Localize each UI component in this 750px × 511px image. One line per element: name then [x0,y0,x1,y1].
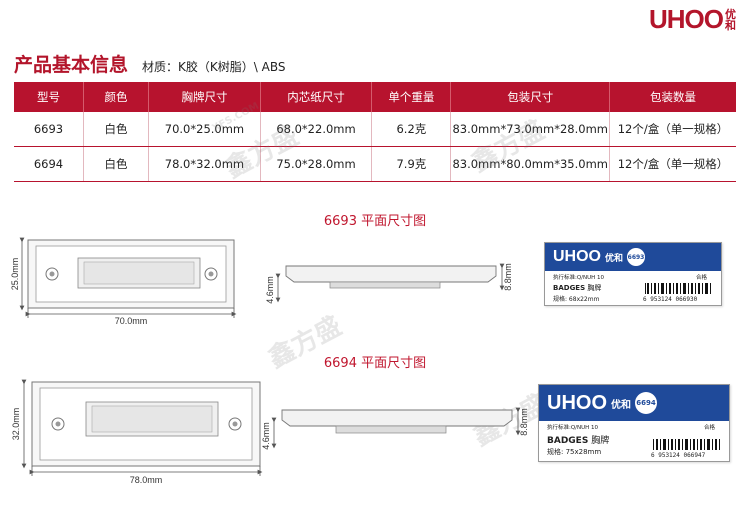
label-badges: BADGES [547,436,589,446]
label-brand-cn: 优和 [605,253,624,264]
barcode-digits: 6 953124 066947 [651,452,706,459]
section-title-6694: 6694 平面尺寸图 [323,356,427,371]
brand-logo: UHOO 优 和 [649,4,736,35]
label-card-band: UHOO 优和 6693 [545,243,721,271]
label-badges-cn: 胸牌 [587,284,602,292]
barcode: 6 953124 066930 [643,283,715,303]
table-row: 6693 白色 70.0*25.0mm 68.0*22.0mm 6.2克 83.… [14,112,736,147]
barcode-bars [645,283,711,294]
page-title: 产品基本信息 [14,54,129,76]
table-cell: 83.0mm*73.0mm*28.0mm [450,112,610,147]
table-cell: 78.0*32.0mm [148,146,261,182]
brand-cn-top: 优 [725,7,736,21]
brand-chinese: 优 和 [725,9,736,31]
table-cell: 75.0*28.0mm [260,146,373,182]
label-standard: 执行标准:Q/NUH 10 [547,425,599,431]
col-header: 包装尺寸 [450,82,610,112]
spec-table: 型号 颜色 胸牌尺寸 内芯纸尺寸 单个重量 包装尺寸 包装数量 6693 白色 … [14,82,736,182]
material-text: 材质：K胶（K树脂）\ ABS [142,60,286,74]
brand-wordmark: UHOO [649,4,724,34]
dim-side-small-6693: 4.6mm [265,276,275,304]
label-brand: UHOO [547,391,607,414]
col-header: 单个重量 [371,82,452,112]
label-brand: UHOO [553,248,601,265]
label-standard: 执行标准:Q/NUH 10 [553,275,605,281]
table-cell: 6693 [14,112,84,147]
front-view-6693: 70.0mm 25.0mm [10,237,237,326]
col-header: 内芯纸尺寸 [260,82,373,112]
dim-width-6693: 70.0mm [115,316,148,326]
table-header-row: 型号 颜色 胸牌尺寸 内芯纸尺寸 单个重量 包装尺寸 包装数量 [14,82,736,112]
table-cell: 6.2克 [371,112,452,147]
col-header: 颜色 [83,82,150,112]
table-row: 6694 白色 78.0*32.0mm 75.0*28.0mm 7.9克 83.… [14,146,736,182]
label-badges-line: BADGES 胸牌 [547,433,721,446]
title-row: 产品基本信息 材质：K胶（K树脂）\ ABS [14,50,285,77]
barcode: 6 953124 066947 [651,439,723,459]
table-cell: 白色 [83,146,150,182]
section-title-6693: 6693 平面尺寸图 [323,214,427,229]
label-card-band: UHOO 优和 6694 [539,385,729,421]
table-cell: 白色 [83,112,150,147]
table-cell: 12个/盒（单一规格） [609,146,736,182]
side-view-6694: 4.6mm 8.8mm [261,407,529,450]
table-cell: 6694 [14,146,84,182]
col-header: 胸牌尺寸 [148,82,261,112]
model-badge: 6693 [627,248,646,266]
label-pass: 合格 [695,275,707,281]
table-cell: 83.0mm*80.0mm*35.0mm [450,146,610,182]
front-view-6694: 78.0mm 32.0mm [11,379,263,485]
table-cell: 12个/盒（单一规格） [609,112,736,147]
dim-height-6694: 32.0mm [11,408,21,441]
label-pass: 合格 [703,425,715,431]
model-badge: 6694 [635,392,657,414]
label-spec: 规格: 68x22mm [553,296,600,303]
label-badges-cn: 胸牌 [591,436,610,446]
dim-width-6694: 78.0mm [130,475,163,485]
table-cell: 7.9克 [371,146,452,182]
label-card-info: 执行标准:Q/NUH 10 合格 BADGES 胸牌 规格: 75x28mm 6… [539,421,729,461]
barcode-digits: 6 953124 066930 [643,296,698,303]
dim-side-height-6694: 8.8mm [519,408,529,436]
label-card-6694: UHOO 优和 6694 执行标准:Q/NUH 10 合格 BADGES 胸牌 … [538,384,730,462]
side-view-6693: 4.6mm 8.8mm [265,263,513,304]
brand-cn-bottom: 和 [725,18,736,32]
label-card-6693: UHOO 优和 6693 执行标准:Q/NUH 10 合格 BADGES 胸牌 … [544,242,722,306]
col-header: 包装数量 [609,82,736,112]
dim-side-small-6694: 4.6mm [261,422,271,450]
dim-height-6693: 25.0mm [10,258,20,291]
label-spec: 规格: 75x28mm [547,448,602,456]
col-header: 型号 [14,82,84,112]
dim-side-height-6693: 8.8mm [503,263,513,291]
barcode-bars [653,439,720,450]
label-badges-line: BADGES 胸牌 [553,283,713,293]
table-cell: 68.0*22.0mm [260,112,373,147]
label-badges: BADGES [553,284,586,292]
label-brand-cn: 优和 [611,399,631,411]
table-cell: 70.0*25.0mm [148,112,261,147]
label-card-info: 执行标准:Q/NUH 10 合格 BADGES 胸牌 规格: 68x22mm 6… [545,271,721,305]
